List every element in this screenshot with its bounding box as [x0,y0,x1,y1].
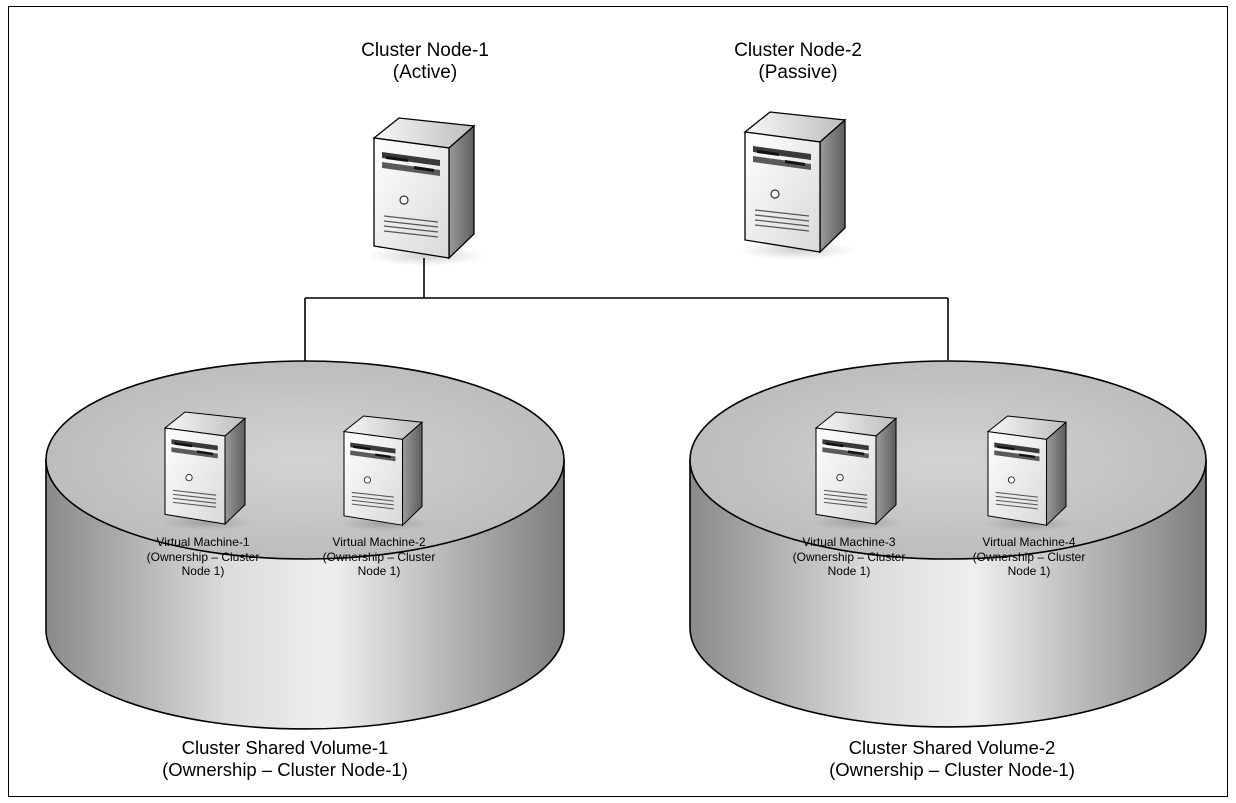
vm-name: Virtual Machine-3 [802,535,896,549]
network-connections [304,258,949,362]
vm-name: Virtual Machine-4 [982,535,1076,549]
csv-1-label: Cluster Shared Volume-1 (Ownership – Clu… [115,737,455,781]
volume-ownership: (Ownership – Cluster Node-1) [162,759,408,781]
vm-ownership: (Ownership – Cluster [322,549,436,564]
node-name: Cluster Node-1 [361,40,489,61]
vm-name: Virtual Machine-1 [156,535,250,549]
node-state: (Active) [392,62,458,84]
vm-ownership-node: Node 1) [357,564,401,579]
volume-name: Cluster Shared Volume-2 [848,737,1056,758]
vm-ownership: (Ownership – Cluster [972,549,1086,564]
vm-1-label: Virtual Machine-1 (Ownership – Cluster N… [123,535,283,579]
vm-ownership-node: Node 1) [1007,564,1051,579]
vm-ownership-node: Node 1) [181,564,225,579]
vm-4-label: Virtual Machine-4 (Ownership – Cluster N… [949,535,1109,579]
csv-2-label: Cluster Shared Volume-2 (Ownership – Clu… [782,737,1122,781]
volume-ownership: (Ownership – Cluster Node-1) [829,759,1075,781]
server-icon [367,117,485,267]
server-icon [738,111,856,261]
cluster-node-1-label: Cluster Node-1 (Active) [295,40,555,85]
vm-ownership: (Ownership – Cluster [792,549,906,564]
node-name: Cluster Node-2 [734,40,862,61]
diagram-frame [8,6,1228,797]
vm-2-label: Virtual Machine-2 (Ownership – Cluster N… [299,535,459,579]
volume-name: Cluster Shared Volume-1 [181,737,389,758]
vm-name: Virtual Machine-2 [332,535,426,549]
shared-volume-disk-2 [689,360,1207,728]
cluster-node-2-label: Cluster Node-2 (Passive) [668,40,928,85]
node-state: (Passive) [758,62,838,84]
vm-3-label: Virtual Machine-3 (Ownership – Cluster N… [769,535,929,579]
vm-ownership-node: Node 1) [827,564,871,579]
vm-ownership: (Ownership – Cluster [146,549,260,564]
